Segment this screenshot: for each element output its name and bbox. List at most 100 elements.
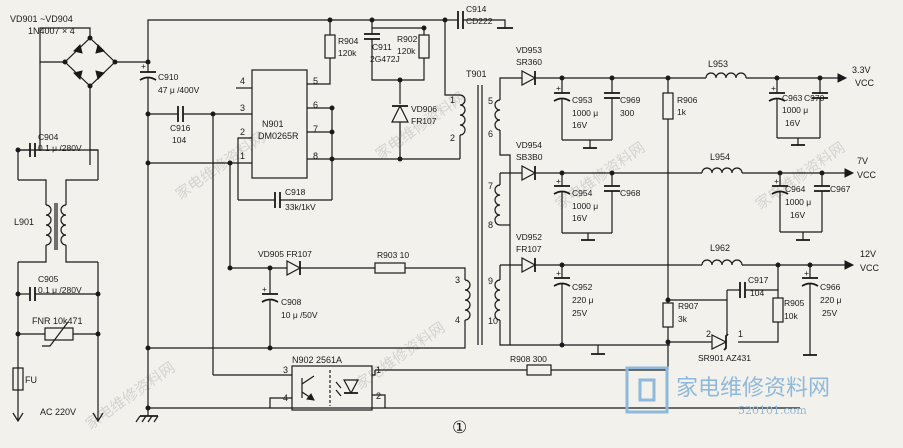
diode-vd905: VD905 FR107 [230,249,375,277]
vd954-part: SB3B0 [516,152,543,162]
transformer-t901: T901 [466,69,487,345]
c952-value-2: 25V [572,308,587,318]
c963-ref: C963 [782,93,803,103]
r905-ref: R905 [784,298,805,308]
vd953-part: SR360 [516,57,542,67]
fuse-fu: FU [12,367,37,391]
n902-label: N902 2561A [292,355,342,365]
out3-vcc: VCC [860,263,880,273]
c954-value-1: 1000 μ [572,201,598,211]
logo-url: 520101.com [738,404,807,417]
l954-label: L954 [710,152,730,162]
capacitor-c911: C911 2G472J [364,20,400,81]
svg-text:+: + [262,284,267,294]
r907-ref: R907 [678,301,699,311]
watermark-tile: 家电维修资料网 [353,319,449,393]
r907-value: 3k [678,314,688,324]
diode-vd954: VD954 SB3B0 [516,140,543,182]
c952-value-1: 220 μ [572,295,594,305]
transformer-pin: 2 [450,133,455,143]
c916-value: 104 [172,135,186,145]
transformer-pin: 10 [488,316,498,326]
vd905-label: VD905 FR107 [258,249,312,259]
c966-ref: C966 [820,282,841,292]
ac-label: AC 220V [40,407,76,417]
capacitor-c964: + C964 1000 μ 16V [771,173,811,232]
c966-value-2: 25V [822,308,837,318]
c964-value-1: 1000 μ [785,197,811,207]
r902-value: 120k [397,46,416,56]
c904-ref: C904 [38,132,59,142]
svg-text:+: + [774,176,779,186]
c963-value-2: 16V [785,118,800,128]
c914-ref: C914 [466,4,487,14]
capacitor-c968: C968 [604,173,641,233]
c953-ref: C953 [572,95,593,105]
ic-pin: 7 [313,124,318,134]
svg-text:+: + [804,268,809,278]
capacitor-c963: + C963 1000 μ 16V [768,78,808,138]
vd906-part: FR107 [411,116,437,126]
svg-text:+: + [771,83,776,93]
sr901-pin: 1 [738,329,743,339]
resistor-r905: R905 10k [738,265,805,343]
vd952-part: FR107 [516,244,542,254]
ic-pin: 6 [313,100,318,110]
c953-value-2: 16V [572,120,587,130]
l962-label: L962 [710,243,730,253]
inductor-l954: L954 [701,152,743,174]
c918-ref: C918 [285,187,306,197]
bridge-ref-label: VD901 ~VD904 [10,14,73,24]
c954-ref: C954 [572,188,593,198]
capacitor-c908: + C908 10 μ /50V [261,268,318,348]
varistor-fnr: FNR 10k471 [15,316,101,347]
out2-voltage: 7V [857,156,868,166]
inductor-l962: L962 [701,243,743,266]
svg-text:+: + [141,61,146,71]
c953-value-1: 1000 μ [572,108,598,118]
capacitor-c952: + C952 220 μ 25V [553,265,594,345]
capacitor-c966: + C966 220 μ 25V [801,265,842,356]
input-section: VD901 ~VD904 1N4007 × 4 C904 [10,14,148,423]
vd954-ref: VD954 [516,140,542,150]
c967-ref: C967 [830,184,851,194]
bridge-rectifier [62,35,118,89]
transformer-pin: 1 [450,95,455,105]
r904-ref: R904 [338,36,359,46]
svg-text:+: + [556,268,561,278]
capacitor-c954: + C954 1000 μ 16V [553,173,598,233]
c969-value: 300 [620,108,634,118]
svg-text:+: + [556,176,561,186]
vd906-ref: VD906 [411,104,437,114]
c964-ref: C964 [785,184,806,194]
out3-voltage: 12V [860,249,876,259]
r904-value: 120k [338,48,357,58]
c968-ref: C968 [620,188,641,198]
c908-ref: C908 [281,297,302,307]
transformer-pin: 7 [488,181,493,191]
optocoupler-pin: 2 [376,391,381,401]
c910-value: 47 μ /400V [158,85,200,95]
svg-text:+: + [556,83,561,93]
diode-vd906: VD906 FR107 [391,80,437,159]
watermark-tile: 家电维修资料网 [173,129,269,203]
c917-value: 104 [750,288,764,298]
capacitor-c953: + C953 1000 μ 16V [553,78,598,140]
capacitor-c969: C969 300 [604,78,641,140]
transformer-pin: 5 [488,96,493,106]
t901-label: T901 [466,69,487,79]
resistor-r907: R907 3k [662,300,699,345]
c914-value: CD222 [466,16,493,26]
watermark-logo: 家电维修资料网 520101.com [625,366,830,417]
ground-symbol [135,408,159,423]
resistor-r908: R908 300 [375,354,668,376]
c916-ref: C916 [170,123,191,133]
c954-value-2: 16V [572,213,587,223]
r902-ref: R902 [397,34,418,44]
sr901-pin: 2 [706,329,711,339]
capacitor-c918: C918 33k/1kV [238,187,332,212]
ic-pin: 5 [313,76,318,86]
r906-ref: R906 [677,95,698,105]
ic-pin: 8 [313,151,318,161]
